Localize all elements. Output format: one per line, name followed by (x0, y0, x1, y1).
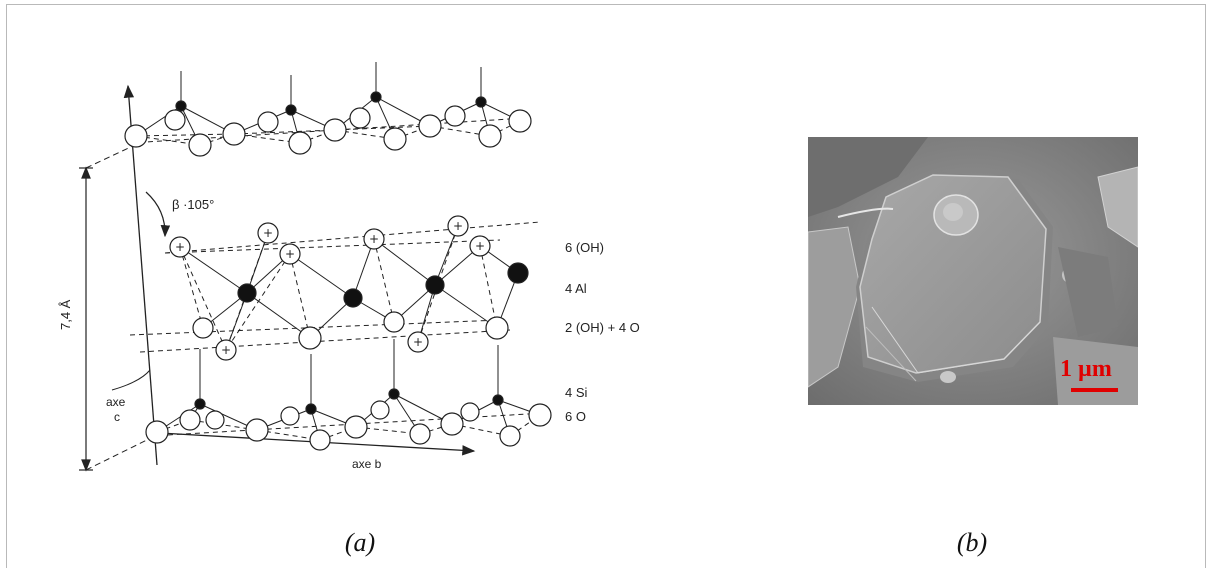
scale-bar-label: 1 µm (1060, 356, 1112, 382)
atom-markers: + + + + + + + + (124, 91, 552, 451)
beta-angle-arc (145, 191, 171, 238)
hydroxyl-plus-mark: + (475, 239, 485, 253)
hydroxyl-plus-mark: + (221, 343, 231, 357)
oxygen-atom (460, 402, 480, 422)
bond-line (225, 232, 269, 351)
scale-bar (1071, 388, 1118, 392)
bond-line (334, 125, 431, 131)
hydroxyl-plus-mark: + (175, 240, 185, 254)
aluminium-atom (425, 275, 445, 295)
oxygen-atom (485, 316, 509, 340)
silicon-atom (492, 394, 504, 406)
bond-line (289, 253, 354, 299)
oxygen-atom (192, 317, 214, 339)
hydroxyl-atom (257, 222, 279, 244)
cell-height-label: 7,4 Å (58, 299, 73, 330)
layer-label-al4: 4 Al (565, 281, 587, 296)
caption-a: (a) (344, 528, 376, 557)
bond-line (135, 133, 235, 137)
bond-line (246, 292, 311, 339)
axis-c-label-line1: axe (106, 395, 126, 409)
hydroxyl-plus-mark: + (369, 232, 379, 246)
bond-line (479, 245, 498, 329)
hydroxyl-atom (469, 235, 491, 257)
aluminium-atom (237, 283, 257, 303)
oxygen-atom (344, 415, 368, 439)
hydroxyl-atom (169, 236, 191, 258)
oxygen-atom (383, 311, 405, 333)
bond-line (225, 253, 291, 351)
hydroxyl-plus-mark: + (453, 219, 463, 233)
bond-line (139, 329, 511, 353)
hydroxyl-plus-mark: + (413, 335, 423, 349)
oxygen-atom (444, 105, 466, 127)
bond-line (434, 284, 498, 329)
layer-label-oh2-o4: 2 (OH) + 4 O (565, 320, 640, 335)
bond-line (373, 238, 436, 286)
oxygen-atom (349, 107, 371, 129)
silicon-atom (175, 100, 187, 112)
mid-plane-line (129, 319, 501, 336)
oxygen-atom (179, 409, 201, 431)
silicon-atom (194, 398, 206, 410)
silicon-atom (285, 104, 297, 116)
oxygen-atom (124, 124, 148, 148)
oxygen-atom (188, 133, 212, 157)
figure-frame (6, 4, 1206, 568)
oxygen-atom (528, 403, 552, 427)
oxygen-atom (257, 111, 279, 133)
silicon-atom (305, 403, 317, 415)
hydroxyl-atom (279, 243, 301, 265)
oxygen-atom (145, 420, 169, 444)
hydroxyl-atom (447, 215, 469, 237)
oxygen-atom (205, 410, 225, 430)
bond-line (179, 246, 227, 351)
bond-line (417, 225, 459, 343)
oxygen-atom (383, 127, 407, 151)
oxygen-atom (499, 425, 521, 447)
oxygen-atom (298, 326, 322, 350)
oxygen-atom (370, 400, 390, 420)
hydroxyl-plus-mark: + (285, 247, 295, 261)
bond-line (179, 246, 248, 294)
beta-angle-label: β ·105° (172, 197, 214, 212)
bottom-plane-line (149, 412, 546, 437)
hydroxyl-atom (407, 331, 429, 353)
oxygen-atom (222, 122, 246, 146)
oxygen-atom (280, 406, 300, 426)
oxygen-atom (418, 114, 442, 138)
oxygen-atom (288, 131, 312, 155)
axis-c-label-line2: c (114, 410, 120, 424)
bond-line (179, 246, 204, 329)
oxygen-atom (508, 109, 532, 133)
axis-b-label: axe b (352, 457, 382, 471)
axis-c-line (111, 84, 158, 466)
silicon-atom (388, 388, 400, 400)
layer-label-oh6: 6 (OH) (565, 240, 604, 255)
hydroxyl-atom (363, 228, 385, 250)
oxygen-atom (245, 418, 269, 442)
silicon-atom (370, 91, 382, 103)
oxygen-atom (478, 124, 502, 148)
oxygen-atom (440, 412, 464, 436)
aluminium-atom (507, 262, 529, 284)
caption-b: (b) (956, 528, 988, 557)
aluminium-atom (343, 288, 363, 308)
oxygen-atom (409, 423, 431, 445)
silicon-atom (475, 96, 487, 108)
oxygen-atom (164, 109, 186, 131)
oxygen-atom (309, 429, 331, 451)
layer-label-o6: 6 O (565, 409, 586, 424)
layer-label-si4: 4 Si (565, 385, 588, 400)
cell-height-dimension (79, 144, 156, 472)
hydroxyl-atom (215, 339, 237, 361)
bond-line (233, 129, 336, 135)
sem-micrograph (808, 137, 1138, 405)
oh-plane-line (164, 239, 501, 254)
oxygen-atom (323, 118, 347, 142)
hydroxyl-plus-mark: + (263, 226, 273, 240)
